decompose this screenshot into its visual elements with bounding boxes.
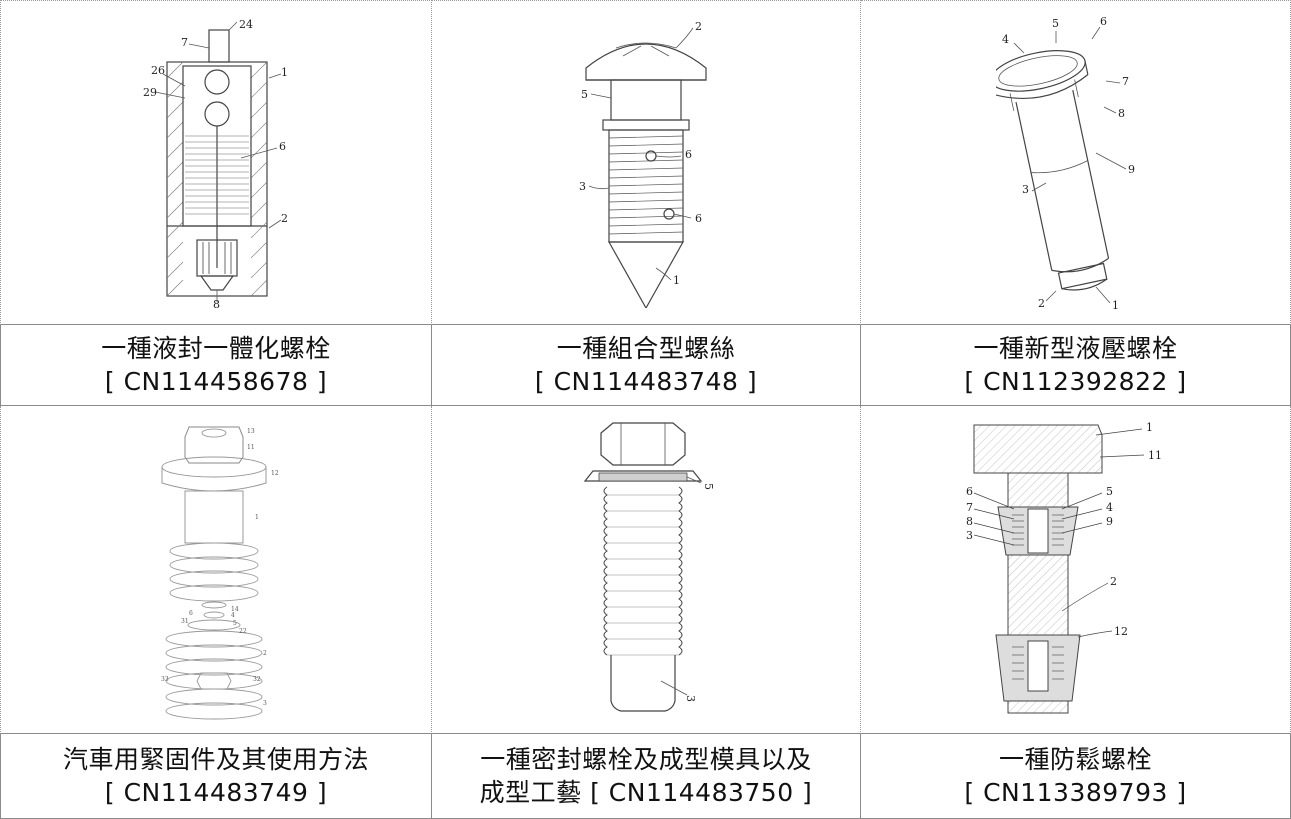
svg-text:3: 3: [966, 529, 973, 542]
svg-text:3: 3: [1022, 183, 1029, 196]
svg-text:1: 1: [281, 66, 288, 79]
svg-text:14: 14: [231, 606, 239, 613]
svg-text:3: 3: [579, 180, 586, 193]
svg-text:9: 9: [1128, 163, 1135, 176]
svg-text:1: 1: [255, 514, 259, 521]
svg-text:32: 32: [253, 676, 261, 683]
patent-number[interactable]: [ CN113389793 ]: [964, 778, 1187, 807]
patent-number[interactable]: 成型工藝 [ CN114483750 ]: [479, 778, 813, 807]
automotive-fastener-exploded-drawing-icon: 13 11 12 1 14 6 4 31 5 22 2 33 32 3: [161, 426, 279, 719]
svg-text:12: 12: [271, 470, 279, 477]
hydraulic-bolt-drawing-icon: 4 5 6 7 8 9 3 2 1: [995, 15, 1135, 312]
svg-text:7: 7: [181, 36, 188, 49]
svg-text:33: 33: [161, 676, 169, 683]
conical-screw-drawing-icon: 2 5 6 3 6 1: [579, 20, 707, 308]
patent-caption-6: 一種防鬆螺栓 [ CN113389793 ]: [861, 734, 1291, 819]
svg-text:1: 1: [1112, 299, 1119, 312]
patent-caption-4: 汽車用緊固件及其使用方法 [ CN114483749 ]: [0, 734, 432, 819]
svg-text:8: 8: [1118, 107, 1125, 120]
svg-text:11: 11: [1148, 449, 1162, 462]
svg-text:3: 3: [263, 700, 267, 707]
svg-text:22: 22: [239, 628, 247, 635]
svg-text:4: 4: [1002, 33, 1009, 46]
patent-figure-4[interactable]: 13 11 12 1 14 6 4 31 5 22 2 33 32 3: [0, 406, 432, 734]
svg-text:6: 6: [695, 212, 702, 225]
svg-text:24: 24: [239, 18, 253, 31]
svg-text:2: 2: [695, 20, 702, 33]
svg-text:13: 13: [247, 428, 255, 435]
patent-number[interactable]: [ CN112392822 ]: [964, 367, 1187, 396]
patent-title[interactable]: 一種組合型螺絲: [556, 334, 736, 363]
svg-text:1: 1: [1146, 421, 1153, 434]
patent-title[interactable]: 一種液封一體化螺栓: [101, 334, 331, 363]
patent-number[interactable]: [ CN114483749 ]: [104, 778, 328, 807]
patent-caption-3: 一種新型液壓螺栓 [ CN112392822 ]: [861, 325, 1291, 406]
svg-text:2: 2: [1038, 297, 1045, 310]
svg-text:5: 5: [233, 620, 237, 627]
svg-text:6: 6: [685, 148, 692, 161]
svg-text:31: 31: [181, 618, 189, 625]
patent-figure-5[interactable]: 5 3: [432, 406, 861, 734]
svg-text:6: 6: [1100, 15, 1107, 28]
patent-figure-3[interactable]: 4 5 6 7 8 9 3 2 1: [861, 0, 1291, 325]
svg-text:5: 5: [1052, 17, 1059, 30]
patent-figure-6[interactable]: 1 11 6 5 7 4 8 9 3 2 12: [861, 406, 1291, 734]
svg-text:11: 11: [247, 444, 255, 451]
patent-number[interactable]: [ CN114458678 ]: [104, 367, 328, 396]
svg-text:3: 3: [684, 695, 697, 702]
svg-text:2: 2: [263, 650, 267, 657]
svg-text:2: 2: [281, 212, 288, 225]
patent-figure-2[interactable]: 2 5 6 3 6 1: [432, 0, 861, 325]
svg-text:4: 4: [231, 612, 235, 619]
svg-text:29: 29: [143, 86, 157, 99]
svg-text:8: 8: [213, 298, 220, 308]
svg-text:7: 7: [966, 501, 973, 514]
svg-text:7: 7: [1122, 75, 1129, 88]
svg-text:6: 6: [189, 610, 193, 617]
anti-loosening-bolt-drawing-icon: 1 11 6 5 7 4 8 9 3 2 12: [966, 421, 1162, 713]
svg-text:5: 5: [1106, 485, 1113, 498]
patent-number[interactable]: [ CN114483748 ]: [534, 367, 758, 396]
svg-text:26: 26: [151, 64, 165, 77]
patent-title[interactable]: 一種新型液壓螺栓: [973, 334, 1178, 363]
patent-title[interactable]: 一種密封螺栓及成型模具以及: [480, 745, 812, 774]
svg-text:1: 1: [673, 274, 680, 287]
patent-caption-1: 一種液封一體化螺栓 [ CN114458678 ]: [0, 325, 432, 406]
patent-figure-1[interactable]: 24 7 26 29 1 6 2 8: [0, 0, 432, 325]
svg-text:8: 8: [966, 515, 973, 528]
patent-caption-2: 一種組合型螺絲 [ CN114483748 ]: [432, 325, 861, 406]
patent-title[interactable]: 汽車用緊固件及其使用方法: [62, 745, 369, 774]
svg-text:12: 12: [1114, 625, 1128, 638]
svg-text:2: 2: [1110, 575, 1117, 588]
patent-caption-5: 一種密封螺栓及成型模具以及 成型工藝 [ CN114483750 ]: [432, 734, 861, 819]
svg-text:4: 4: [1106, 501, 1113, 514]
patent-title[interactable]: 一種防鬆螺栓: [998, 745, 1152, 774]
svg-text:5: 5: [581, 88, 588, 101]
bolt-cross-section-drawing-icon: 24 7 26 29 1 6 2 8: [143, 18, 288, 308]
svg-text:6: 6: [279, 140, 286, 153]
sealing-bolt-drawing-icon: 5 3: [583, 421, 715, 712]
svg-text:9: 9: [1106, 515, 1113, 528]
svg-text:6: 6: [966, 485, 973, 498]
svg-text:5: 5: [702, 483, 715, 490]
